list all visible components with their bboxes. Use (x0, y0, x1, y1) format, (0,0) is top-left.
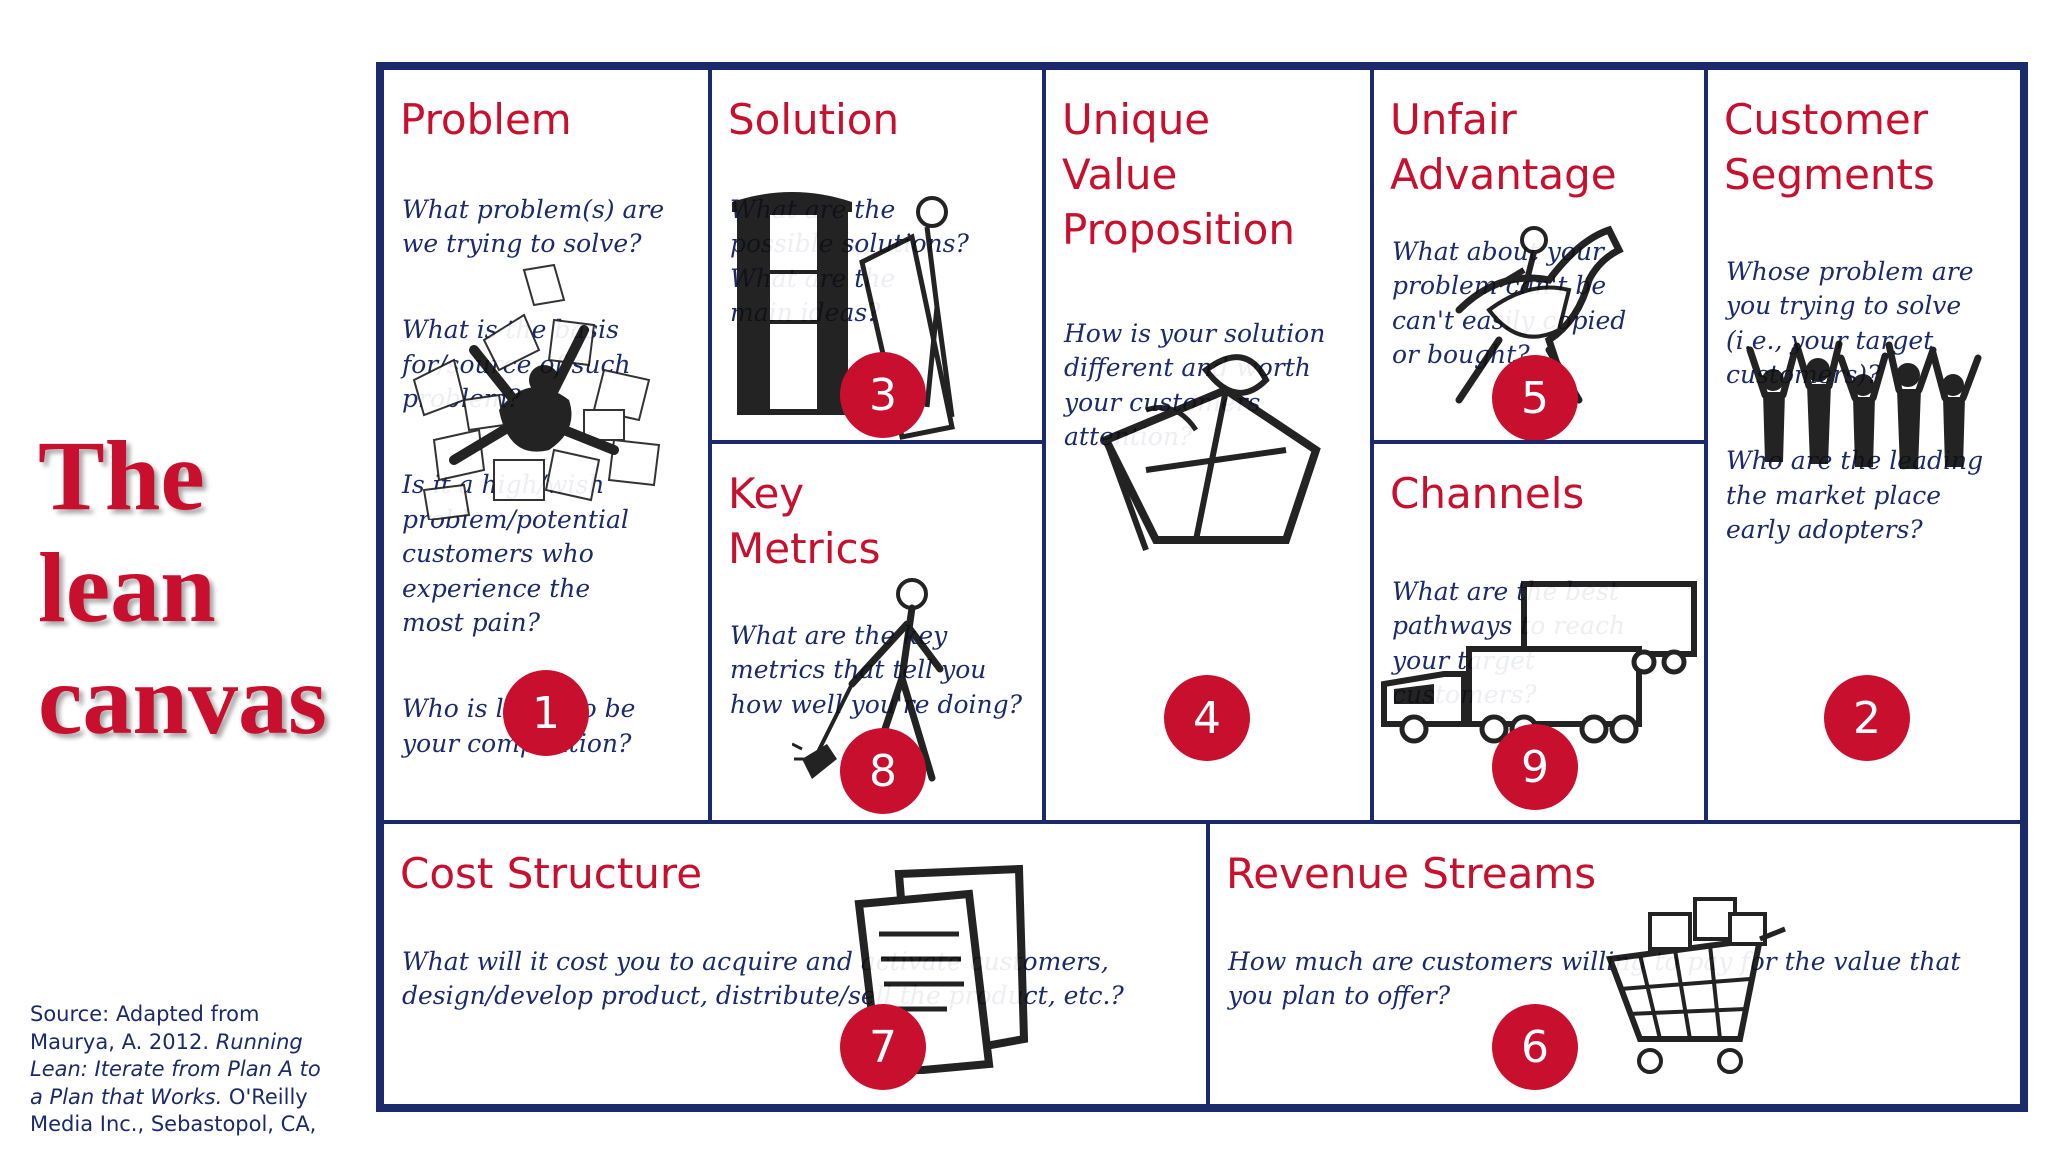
cell-title: Cost Structure (400, 849, 703, 898)
cell-questions: What about your problem can't be can't e… (1392, 236, 1627, 370)
cell-title: Key Metrics (728, 469, 881, 573)
cell-questions: What will it cost you to acquire and act… (402, 946, 1124, 1011)
page-title: The lean canvas (38, 420, 358, 756)
source-citation: Source: Adapted from Maurya, A. 2012. Ru… (30, 1001, 360, 1139)
step-number-badge: 3 (840, 352, 926, 438)
step-number-badge: 1 (503, 670, 589, 756)
source-line: Media Inc., Sebastopol, CA, (30, 1112, 317, 1136)
cell-problem: Problem What problem(s) are we trying to… (380, 66, 712, 824)
step-number-badge: 2 (1824, 675, 1910, 761)
gift-package-icon (1086, 350, 1326, 560)
source-line: Source: Adapted from (30, 1002, 260, 1026)
title-line: canvas (38, 644, 327, 755)
step-number-badge: 8 (840, 728, 926, 814)
cell-title: Solution (728, 95, 900, 144)
digging-worker-icon (792, 574, 992, 784)
cell-questions: Whose problem are you trying to solve (i… (1726, 256, 1984, 545)
lean-canvas-grid: Problem What problem(s) are we trying to… (376, 62, 2028, 1112)
cell-title: Channels (1390, 469, 1585, 518)
step-number-badge: 9 (1492, 724, 1578, 810)
cell-customer-segments: Customer Segments Whose problem are you … (1704, 66, 2024, 824)
source-line: a Plan that Works. O'Reilly (30, 1084, 308, 1109)
step-number-badge: 5 (1492, 355, 1578, 440)
wardrobe-mover-icon (722, 182, 972, 440)
cell-unfair-advantage: Unfair Advantage What about your problem… (1370, 66, 1708, 444)
step-number-badge: 7 (840, 1004, 926, 1090)
step-number-badge: 6 (1492, 1004, 1578, 1090)
step-number-badge: 4 (1164, 675, 1250, 761)
cell-revenue-streams: Revenue Streams How much are customers w… (1206, 820, 2024, 1108)
title-line: lean (38, 532, 216, 643)
cell-unique-value-proposition: Unique Value Proposition How is your sol… (1042, 66, 1374, 824)
cell-title: Revenue Streams (1226, 849, 1597, 898)
source-line: Lean: Iterate from Plan A to (30, 1057, 321, 1081)
cell-solution: Solution What are the possible solutions… (708, 66, 1046, 444)
title-line: The (38, 420, 205, 531)
cell-title: Unfair Advantage (1390, 95, 1617, 199)
racehorse-jockey-icon (1429, 200, 1629, 410)
cell-title: Customer Segments (1724, 95, 1935, 199)
cell-title: Unique Value Proposition (1062, 95, 1295, 254)
cell-title: Problem (400, 95, 572, 144)
source-line: Maurya, A. 2012. Running (30, 1029, 303, 1054)
cell-cost-structure: Cost Structure What will it cost you to … (380, 820, 1210, 1108)
shopping-cart-money-icon (1600, 889, 1800, 1079)
cheering-crowd-icon (1743, 340, 1983, 510)
cell-key-metrics: Key Metrics What are the key metrics tha… (708, 440, 1046, 824)
cell-channels: Channels What are the best pathways to r… (1370, 440, 1708, 824)
cell-questions: What are the key metrics that tell you h… (730, 620, 1023, 719)
buried-in-papers-icon (404, 260, 674, 520)
